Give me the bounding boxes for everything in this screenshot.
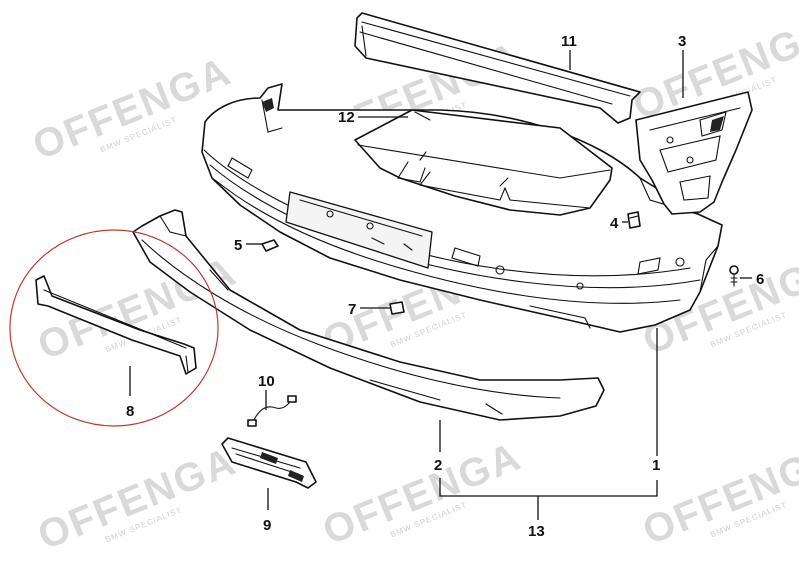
part-4-clip (627, 211, 641, 229)
callout-labels: 11 3 12 4 5 6 7 8 10 9 2 1 13 (126, 33, 764, 540)
leader-13-bracket (439, 478, 658, 497)
part-9-grille-insert (221, 437, 317, 489)
callout-3: 3 (678, 33, 686, 50)
watermark-brand: OFFENGA (32, 439, 243, 558)
watermark-bottom-right: OFFENGA BMW SPECIALIST (637, 434, 799, 553)
callout-6: 6 (756, 271, 764, 288)
callout-5: 5 (234, 237, 242, 254)
watermark-bottom-left: OFFENGA BMW SPECIALIST (32, 439, 243, 558)
leader-lines (129, 50, 752, 520)
part-10-wire-harness (247, 395, 297, 427)
part-5-clip (261, 239, 279, 252)
part-11-upper-bar (354, 12, 641, 124)
part-7-clip (389, 301, 405, 315)
callout-13: 13 (528, 523, 545, 540)
part-8-trim-strip (35, 275, 197, 375)
callout-8: 8 (126, 403, 134, 420)
callout-7: 7 (348, 301, 356, 318)
watermark-bottom-center: OFFENGA BMW SPECIALIST (317, 434, 528, 553)
watermark-brand: OFFENGA (317, 434, 528, 553)
callout-4: 4 (610, 215, 619, 232)
part-3-mounting-bracket (635, 91, 753, 215)
callout-11: 11 (561, 33, 577, 50)
part-8-highlight-circle (9, 229, 219, 427)
callout-1: 1 (652, 457, 660, 474)
callout-9: 9 (263, 517, 271, 534)
callout-10: 10 (258, 373, 275, 390)
part-2-lower-spoiler (132, 209, 605, 421)
callout-12: 12 (338, 109, 355, 126)
part-6-screw (729, 265, 739, 287)
part-1-bumper-cover (201, 83, 723, 333)
callout-2: 2 (434, 457, 442, 474)
part-12-center-duct (354, 109, 613, 216)
